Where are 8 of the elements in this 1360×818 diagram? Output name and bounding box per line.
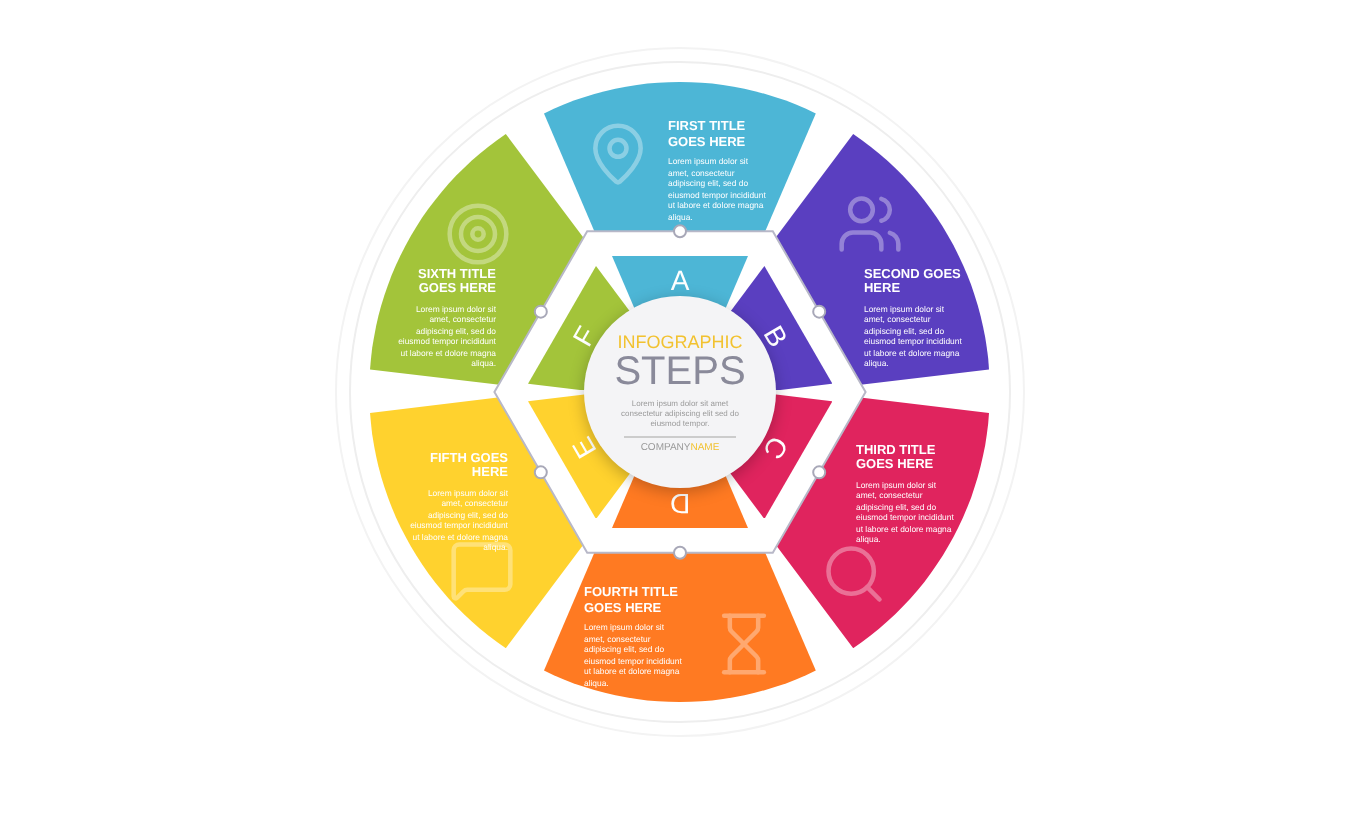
infographic-heading: INFOGRAPHIC — [617, 331, 743, 351]
step-letter: B — [757, 317, 797, 356]
step-letter: E — [563, 429, 603, 468]
step-letter: A — [668, 266, 692, 294]
step-letter: C — [757, 429, 797, 468]
steps-heading: STEPS — [614, 351, 746, 393]
step-letter: D — [667, 490, 693, 518]
step-letter: F — [563, 318, 603, 356]
